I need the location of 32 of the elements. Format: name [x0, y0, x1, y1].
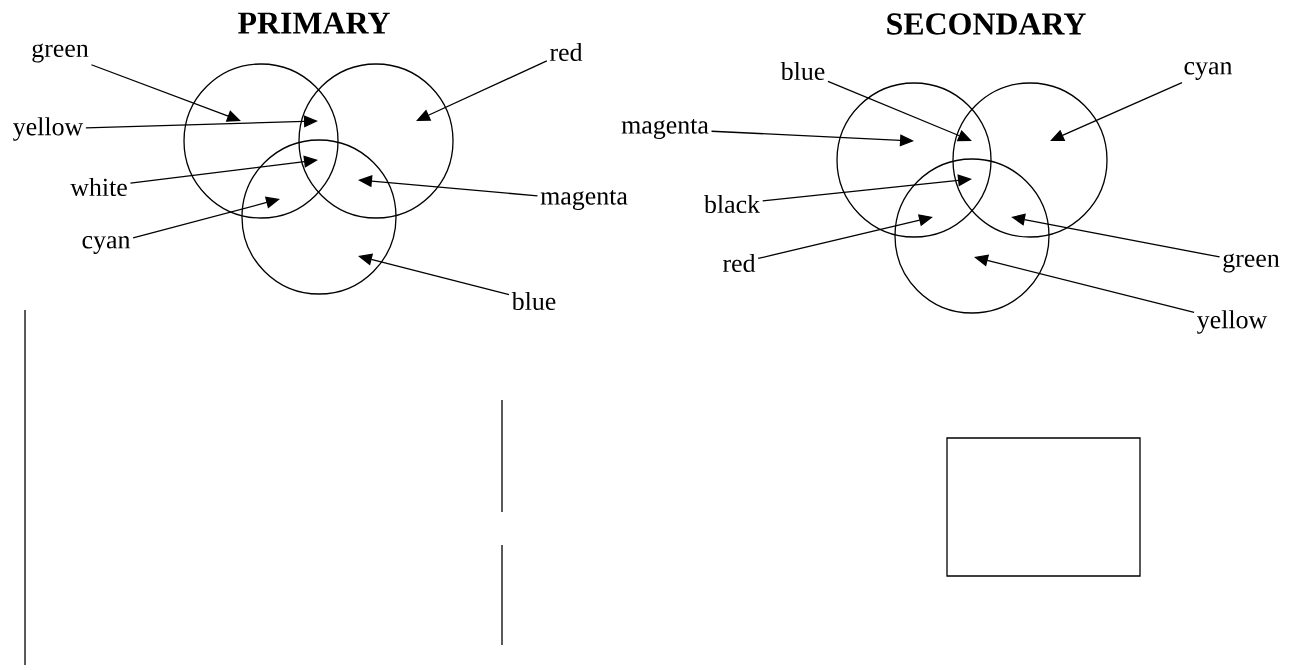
color-label: cyan: [82, 236, 131, 254]
color-label: cyan: [1184, 62, 1233, 80]
venn-circle: [952, 82, 1108, 238]
color-label: blue: [780, 61, 825, 81]
venn-circle: [183, 63, 339, 219]
leader-line: [974, 254, 1195, 314]
venn-circle: [241, 139, 397, 295]
color-label: white: [70, 177, 127, 197]
leader-line: [416, 60, 548, 121]
color-label: blue: [511, 291, 556, 311]
heading: PRIMARY: [238, 12, 390, 34]
leader-line: [757, 214, 933, 260]
color-label: black: [703, 194, 761, 214]
leader-line: [90, 64, 241, 122]
color-label: red: [723, 253, 756, 273]
leader-line: [1011, 213, 1221, 258]
color-label: magenta: [540, 189, 628, 211]
color-label: magenta: [621, 118, 709, 140]
color-label: yellow: [1197, 310, 1268, 334]
color-label: red: [550, 42, 583, 62]
color-label: green: [32, 43, 89, 63]
venn-circle: [836, 82, 992, 238]
leader-line: [132, 196, 280, 239]
leader-line: [1050, 81, 1183, 141]
venn-circle: [298, 63, 454, 219]
empty-box: [946, 437, 1141, 577]
color-label: yellow: [13, 117, 84, 141]
heading: SECONDARY: [887, 13, 1086, 35]
leader-line: [827, 80, 972, 142]
color-label: green: [1223, 253, 1280, 273]
leader-line: [358, 253, 510, 296]
venn-circle: [894, 158, 1050, 314]
